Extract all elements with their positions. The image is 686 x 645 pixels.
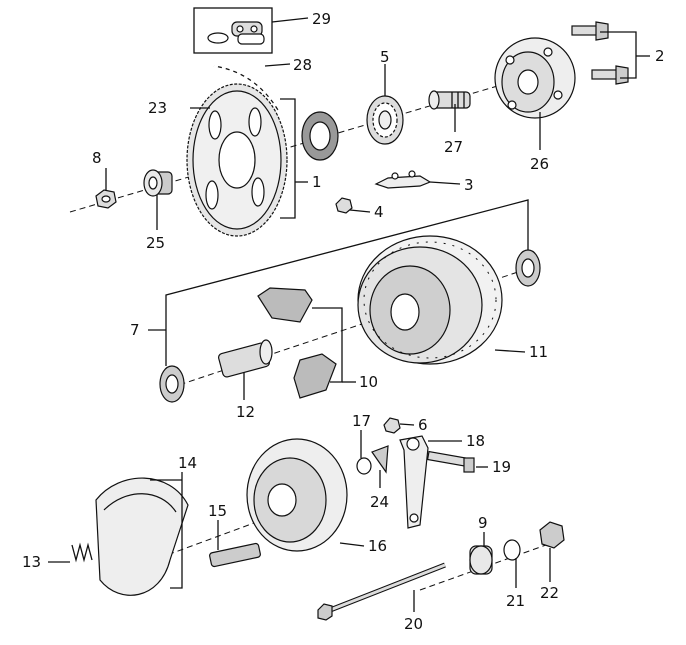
label-26: 26 (530, 155, 549, 173)
label-3: 3 (464, 176, 474, 194)
part-26-hub-flange (494, 37, 576, 119)
part-11-wheel-hub (357, 235, 503, 365)
part-27-collar (428, 90, 471, 110)
part-29-chain-link (193, 7, 273, 54)
part-28-chain (213, 64, 280, 112)
part-7-bearing-left (159, 365, 185, 403)
part-21-washer (503, 539, 521, 561)
part-22-axle-nut (539, 521, 565, 549)
label-24: 24 (370, 493, 389, 511)
label-6: 6 (418, 416, 428, 434)
part-3-lock-plate (374, 170, 432, 189)
part-24-wear-indicator (371, 445, 389, 474)
part-20-axle (317, 562, 446, 621)
part-6-nut (383, 417, 401, 434)
label-4: 4 (374, 203, 384, 221)
part-25-spacer (143, 169, 173, 197)
part-23-sprocket (186, 83, 288, 237)
label-7: 7 (130, 321, 140, 339)
part-4-nut (335, 197, 353, 214)
label-27: 27 (444, 138, 463, 156)
label-11: 11 (529, 343, 548, 361)
label-21: 21 (506, 592, 525, 610)
part-18-brake-arm (399, 435, 429, 529)
label-1: 1 (312, 173, 322, 191)
part-10-dampers (257, 287, 337, 399)
label-17: 17 (352, 412, 371, 430)
part-19-bolt (426, 450, 475, 473)
label-13: 13 (22, 553, 41, 571)
part-9-spacer (469, 545, 493, 575)
label-9: 9 (478, 514, 488, 532)
label-18: 18 (466, 432, 485, 450)
part-15-brake-cam (209, 542, 261, 568)
part-12-spacer-tube (218, 339, 273, 378)
part-13-spring (71, 542, 93, 563)
oil-seal (301, 111, 339, 161)
label-20: 20 (404, 615, 423, 633)
leader-lines (48, 17, 650, 612)
part-14-brake-shoes (95, 477, 189, 596)
part-17-ring (356, 457, 372, 475)
part-16-brake-panel (246, 438, 348, 552)
label-15: 15 (208, 502, 227, 520)
label-28: 28 (293, 56, 312, 74)
label-10: 10 (359, 373, 378, 391)
label-19: 19 (492, 458, 511, 476)
label-5: 5 (380, 48, 390, 66)
part-5-bearing (366, 95, 404, 145)
callout-labels: 29 28 23 5 2 27 26 1 3 8 4 25 7 11 10 12… (22, 10, 665, 633)
label-12: 12 (236, 403, 255, 421)
label-14: 14 (178, 454, 197, 472)
label-25: 25 (146, 234, 165, 252)
label-23: 23 (148, 99, 167, 117)
label-29: 29 (312, 10, 331, 28)
label-22: 22 (540, 584, 559, 602)
part-7-bearing-right (515, 249, 541, 287)
label-2: 2 (655, 47, 665, 65)
part-2-bolts (571, 21, 629, 85)
label-16: 16 (368, 537, 387, 555)
part-8-nut (95, 189, 117, 209)
label-8: 8 (92, 149, 102, 167)
